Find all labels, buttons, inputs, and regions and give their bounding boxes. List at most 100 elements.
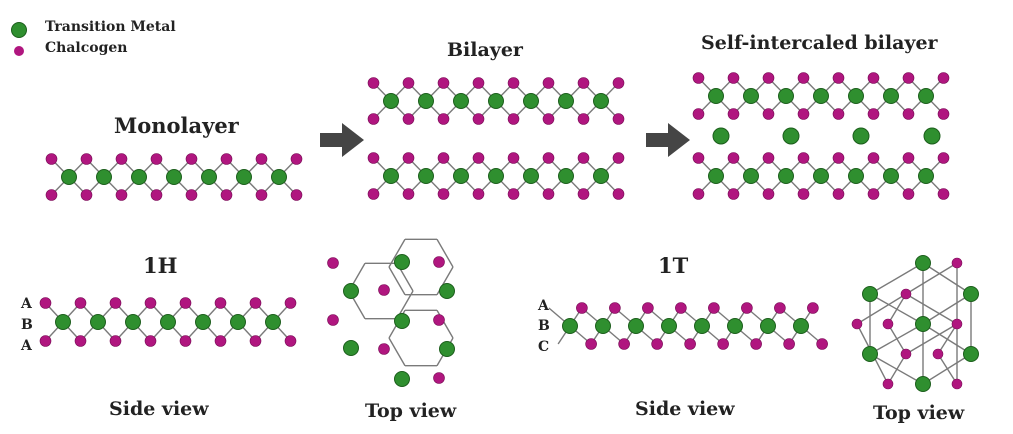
chalcogen-atom <box>402 113 415 125</box>
metal-atom <box>383 168 399 184</box>
bond <box>856 293 907 325</box>
metal-atom <box>439 283 455 299</box>
chalcogen-atom <box>832 188 845 200</box>
arrow-right-icon <box>320 123 364 157</box>
bond <box>388 238 406 268</box>
metal-atom <box>61 169 77 185</box>
chalcogen-atom <box>867 72 880 84</box>
chalcogen-atom <box>612 113 625 125</box>
chalcogen-atom <box>249 297 262 309</box>
metal-atom <box>523 168 539 184</box>
metal-atom <box>915 316 931 332</box>
metal-atom <box>743 88 759 104</box>
chalcogen-atom <box>902 188 915 200</box>
metal-atom <box>923 127 941 145</box>
metal-atom <box>813 88 829 104</box>
chalcogen-atom <box>507 77 520 89</box>
chalcogen-atom <box>867 188 880 200</box>
chalcogen-atom <box>327 257 339 269</box>
metal-atom <box>778 88 794 104</box>
chalcogen-atom <box>675 302 687 314</box>
chalcogen-atom <box>717 338 729 350</box>
stacking-1t-middle: B <box>538 318 550 334</box>
metal-atom <box>131 169 147 185</box>
chalcogen-atom <box>750 338 762 350</box>
metal-atom <box>778 168 794 184</box>
chalcogen-atom <box>762 152 775 164</box>
metal-atom <box>271 169 287 185</box>
chalcogen-atom <box>612 152 625 164</box>
metal-atom <box>90 314 106 330</box>
metal-atom <box>265 314 281 330</box>
chalcogen-atom <box>832 108 845 120</box>
metal-atom <box>343 340 359 356</box>
chalcogen-atom <box>882 318 894 330</box>
metal-atom <box>453 93 469 109</box>
legend-chalcogen-swatch <box>14 46 24 56</box>
chalcogen-atom <box>437 152 450 164</box>
chalcogen-atom <box>774 302 786 314</box>
chalcogen-atom <box>577 77 590 89</box>
metal-atom <box>488 93 504 109</box>
chalcogen-atom <box>150 189 163 201</box>
chalcogen-atom <box>651 338 663 350</box>
chalcogen-atom <box>684 338 696 350</box>
chalcogen-atom <box>577 152 590 164</box>
chalcogen-atom <box>542 188 555 200</box>
chalcogen-atom <box>144 297 157 309</box>
chalcogen-atom <box>692 152 705 164</box>
bond <box>937 353 958 385</box>
top-view-label-1h: Top view <box>365 400 457 422</box>
chalcogen-atom <box>115 153 128 165</box>
bond <box>922 293 972 325</box>
chalcogen-atom <box>900 288 912 300</box>
metal-atom <box>915 255 931 271</box>
chalcogen-atom <box>115 189 128 201</box>
bond <box>869 262 924 295</box>
stacking-1t-bottom: C <box>538 339 550 355</box>
chalcogen-atom <box>249 335 262 347</box>
chalcogen-atom <box>255 153 268 165</box>
chalcogen-atom <box>951 378 963 390</box>
chalcogen-atom <box>937 72 950 84</box>
metal-atom <box>394 313 410 329</box>
chalcogen-atom <box>80 189 93 201</box>
chalcogen-atom <box>507 152 520 164</box>
chalcogen-atom <box>472 152 485 164</box>
metal-atom <box>862 346 878 362</box>
chalcogen-atom <box>807 302 819 314</box>
chalcogen-atom <box>832 72 845 84</box>
metal-atom <box>883 88 899 104</box>
chalcogen-atom <box>402 77 415 89</box>
legend-chalcogen-label: Chalcogen <box>45 40 128 56</box>
chalcogen-atom <box>39 335 52 347</box>
chalcogen-atom <box>433 372 445 384</box>
chalcogen-atom <box>902 108 915 120</box>
metal-atom <box>593 168 609 184</box>
metal-atom <box>712 127 730 145</box>
metal-atom <box>439 341 455 357</box>
chalcogen-atom <box>902 72 915 84</box>
chalcogen-atom <box>585 338 597 350</box>
bond <box>388 266 406 296</box>
chalcogen-atom <box>577 113 590 125</box>
metal-atom <box>418 93 434 109</box>
metal-atom <box>661 318 677 334</box>
chalcogen-atom <box>80 153 93 165</box>
chalcogen-atom <box>327 314 339 326</box>
chalcogen-atom <box>797 72 810 84</box>
bond <box>905 262 958 295</box>
chalcogen-atom <box>367 152 380 164</box>
chalcogen-atom <box>433 256 445 268</box>
bond <box>887 323 907 355</box>
metal-atom <box>918 88 934 104</box>
chalcogen-atom <box>797 108 810 120</box>
metal-atom <box>558 93 574 109</box>
chalcogen-atom <box>45 189 58 201</box>
chalcogen-atom <box>220 189 233 201</box>
chalcogen-atom <box>150 153 163 165</box>
chalcogen-atom <box>179 297 192 309</box>
chalcogen-atom <box>932 348 944 360</box>
chalcogen-atom <box>692 188 705 200</box>
